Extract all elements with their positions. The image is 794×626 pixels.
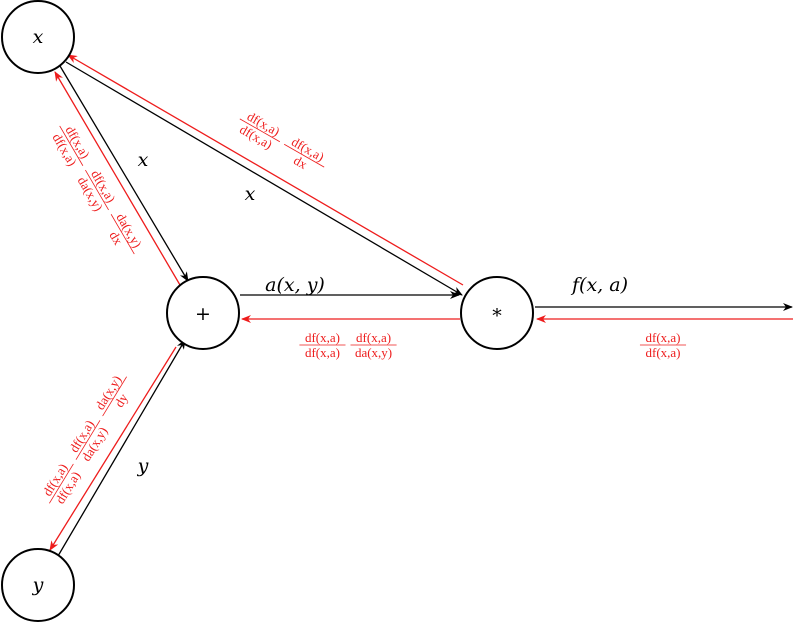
edge-y-to-plus — [57, 339, 186, 557]
fraction-bar — [110, 214, 135, 255]
fraction: df(x,a)da(x,y) — [350, 330, 397, 360]
node-x: x — [1, 0, 75, 74]
gradient-label-times-to-plus: df(x,a)df(x,a)df(x,a)da(x,y) — [299, 330, 397, 360]
gradient-label-out-to-times: df(x,a)df(x,a) — [639, 330, 687, 360]
node-times-label: * — [492, 305, 502, 327]
grad-edge-times-to-x — [67, 54, 464, 286]
fraction: da(x,y)dx — [106, 211, 145, 255]
node-plus-label: + — [195, 303, 211, 325]
edge-x-to-times — [65, 61, 463, 296]
fraction-bar — [283, 143, 325, 168]
fraction-bar — [239, 118, 281, 143]
fraction: df(x,a)da(x,y) — [75, 167, 119, 213]
label-y-to-plus: y — [137, 455, 149, 477]
node-plus: + — [166, 276, 240, 350]
fraction-denominator: df(x,a) — [645, 345, 680, 360]
fraction-bar — [59, 125, 84, 166]
node-y-label: y — [32, 574, 44, 596]
edge-x-to-plus — [59, 65, 189, 282]
fraction: df(x,a)df(x,a) — [299, 330, 346, 360]
fraction-numerator: df(x,a) — [305, 330, 340, 345]
gradient-label-plus-to-x: df(x,a)df(x,a)df(x,a)da(x,y)da(x,y)dx — [50, 123, 145, 255]
fraction: df(x,a)df(x,a) — [639, 330, 687, 360]
fraction: df(x,a)dx — [283, 134, 327, 172]
fraction: df(x,a)df(x,a) — [237, 109, 282, 152]
fraction-denominator: df(x,a) — [305, 345, 340, 360]
fraction: df(x,a)df(x,a) — [50, 123, 94, 168]
node-times: * — [460, 276, 534, 350]
label-x-to-plus: x — [138, 149, 149, 171]
label-times-to-output: f(x, a) — [570, 274, 628, 296]
node-y: y — [1, 548, 75, 622]
grad-edge-plus-to-y — [49, 346, 177, 551]
label-plus-to-times: a(x, y) — [265, 274, 325, 296]
fraction-numerator: df(x,a) — [356, 330, 391, 345]
label-x-to-times: x — [245, 183, 256, 205]
fraction-bar — [75, 420, 101, 460]
fraction-bar — [49, 463, 74, 504]
fraction-bar — [85, 169, 109, 211]
node-x-label: x — [33, 26, 44, 48]
grad-edge-plus-to-x — [54, 71, 181, 286]
fraction: da(x,y)dy — [92, 373, 131, 417]
fraction-denominator: da(x,y) — [355, 345, 392, 360]
fraction: df(x,a)da(x,y) — [66, 417, 110, 463]
fraction-bar — [102, 376, 127, 417]
fraction-numerator: df(x,a) — [645, 330, 680, 345]
